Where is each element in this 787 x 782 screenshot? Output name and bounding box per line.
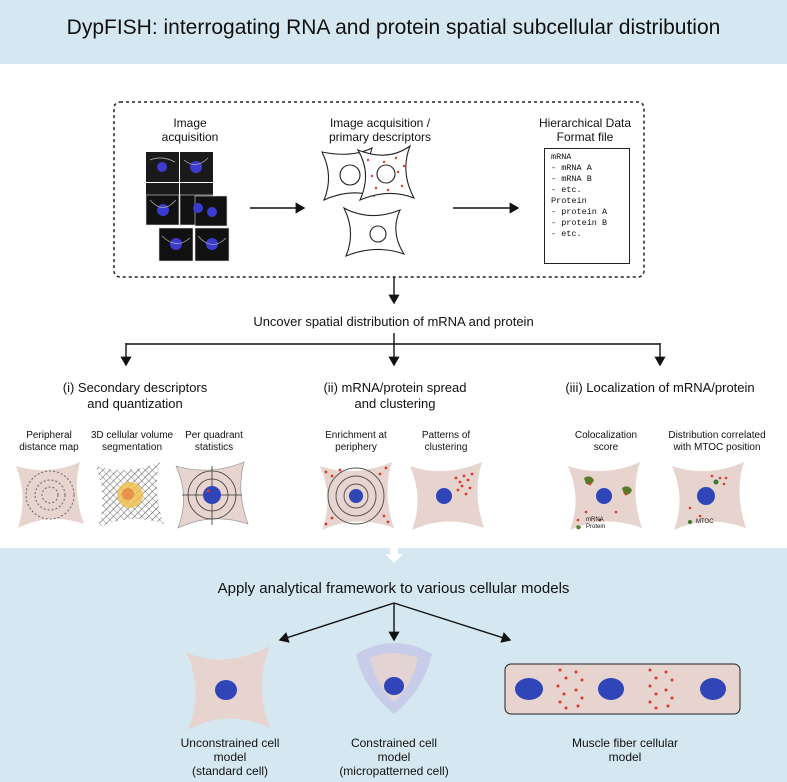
mtoc-cell (672, 462, 746, 530)
hdf-line: - mRNA A (551, 163, 592, 173)
hdf-line: - etc. (551, 185, 582, 195)
microscopy-images (145, 152, 230, 262)
constrained-cell (356, 643, 432, 714)
branch-i-heading: (i) Secondary descriptors and quantizati… (62, 380, 208, 411)
colocalization-label: Colocalization score (574, 430, 638, 453)
mtoc-correlation-label: Distribution correlated with MTOC positi… (668, 430, 766, 453)
hdf-label: Hierarchical Data Format file (538, 116, 632, 144)
clustering-cell (410, 462, 484, 530)
primary-descriptors-label: Image acquisition / primary descriptors (328, 116, 432, 144)
quadrant-statistics-label: Per quadrant statistics (185, 430, 243, 453)
clustering-label: Patterns of clustering (421, 430, 471, 453)
enrichment-label: Enrichment at periphery (325, 430, 387, 453)
branch-ii-heading: (ii) mRNA/protein spread and clustering (323, 380, 467, 411)
legend-protein: Protein (586, 524, 606, 530)
hdf-line: - etc. (551, 229, 582, 239)
branch-iii-heading: (iii) Localization of mRNA/protein (565, 380, 755, 395)
model-unconstrained-label: Unconstrained cell model (standard cell) (180, 736, 280, 778)
apply-framework-label: Apply analytical framework to various ce… (217, 580, 570, 597)
muscle-fiber (504, 663, 741, 715)
acquisition-label: Image acquisition (161, 116, 219, 144)
page-title: DypFISH: interrogating RNA and protein s… (66, 16, 721, 39)
legend-mrna: mRNA (586, 517, 604, 523)
hdf-line: mRNA (551, 152, 572, 162)
hdf-line: - mRNA B (551, 174, 592, 184)
colocalization-cell (568, 462, 642, 530)
quadrant-statistics-cell (175, 461, 249, 529)
legend-mtoc: MTOC (696, 519, 714, 525)
uncover-label: Uncover spatial distribution of mRNA and… (253, 314, 534, 329)
volume-segmentation-label: 3D cellular volume segmentation (90, 430, 174, 453)
unconstrained-cell (186, 646, 270, 730)
distance-map-cell (16, 462, 84, 528)
enrichment-periphery-cell (320, 462, 394, 530)
volume-segmentation-cell (96, 462, 164, 528)
hdf-file-box: mRNA - mRNA A - mRNA B - etc. Protein - … (544, 148, 630, 264)
hdf-line: Protein (551, 196, 587, 206)
hdf-line: - protein B (551, 218, 608, 228)
model-constrained-label: Constrained cell model (micropatterned c… (339, 736, 449, 778)
pipeline-box (113, 101, 645, 278)
primary-descriptor-cells (321, 144, 416, 257)
transition-arrow (385, 548, 403, 563)
hdf-line: - protein A (551, 207, 608, 217)
model-muscle-label: Muscle fiber cellular model (571, 736, 679, 764)
title-band (0, 0, 787, 64)
distance-map-label: Peripheral distance map (19, 430, 79, 453)
